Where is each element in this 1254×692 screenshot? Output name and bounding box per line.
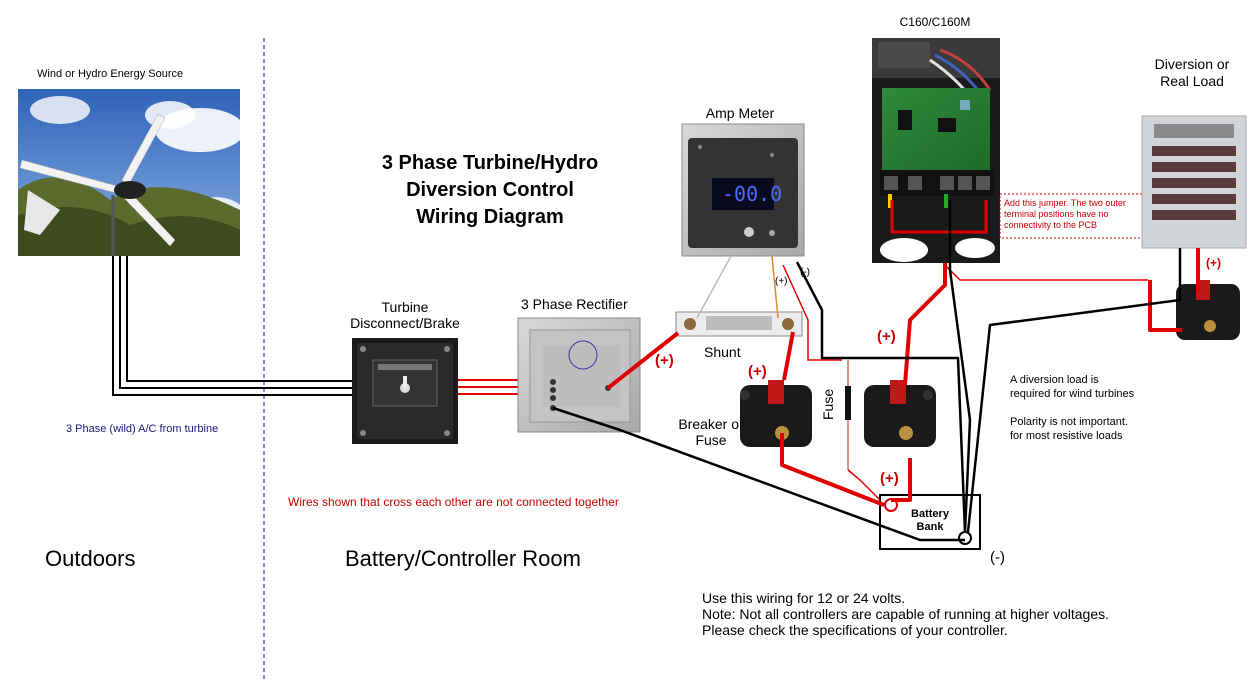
plus-marker-battery: (+)	[880, 470, 899, 487]
plus-marker-meter: (+)	[775, 276, 788, 287]
amp-meter-label: Amp Meter	[705, 105, 775, 121]
diversion-load-label-line-1: Diversion or	[1154, 56, 1230, 72]
diversion-load-photo	[1141, 115, 1247, 249]
breaker-label-line-2: Fuse	[695, 432, 727, 448]
shunt	[675, 311, 803, 337]
breaker-label: Breaker or Fuse	[668, 416, 754, 448]
meter-display: -00.0	[722, 182, 783, 206]
controller-label: C160/C160M	[899, 15, 971, 29]
negative-wires	[552, 200, 1182, 542]
disconnect-label: Turbine Disconnect/Brake	[335, 299, 475, 331]
polarity-note-line-1: Polarity is not important.	[1010, 416, 1128, 428]
battery-label-line-2: Bank	[916, 521, 944, 533]
diversion-note-line-2: required for wind turbines	[1010, 388, 1135, 400]
diversion-required-note: A diversion load is required for wind tu…	[1010, 373, 1134, 401]
plus-marker-breaker-1: (+)	[748, 363, 767, 380]
fuse-label: Fuse	[820, 388, 836, 420]
meter-lead-gray	[696, 255, 732, 319]
turbine-photo	[18, 89, 245, 256]
positive-wires	[606, 248, 1200, 507]
crossing-wires-note: Wires shown that cross each other are no…	[288, 495, 619, 509]
minus-marker-battery: (-)	[990, 549, 1005, 566]
breaker-1	[740, 380, 812, 447]
inline-fuse	[845, 360, 851, 470]
polarity-note-line-2: for most resistive loads	[1010, 430, 1123, 442]
diagram-title: 3 Phase Turbine/Hydro Diversion Control …	[350, 150, 630, 231]
battery-label: Battery Bank	[896, 508, 964, 534]
minus-marker-meter: (-)	[800, 267, 810, 278]
battery-label-line-1: Battery	[911, 508, 949, 520]
rectifier-box	[517, 317, 641, 433]
plus-marker-load: (+)	[1206, 256, 1221, 270]
three-phase-ac-wires	[112, 256, 358, 396]
disconnect-box	[352, 338, 458, 444]
diversion-note-line-1: A diversion load is	[1010, 374, 1099, 386]
jumper-note: Add this jumper. The two outer terminal …	[1004, 198, 1126, 230]
usage-note-line-3: Please check the specifications of your …	[702, 622, 1008, 638]
breaker-label-line-1: Breaker or	[678, 416, 744, 432]
zone-room-label: Battery/Controller Room	[345, 546, 581, 571]
amp-meter	[681, 123, 805, 257]
diversion-load-label: Diversion or Real Load	[1130, 56, 1254, 90]
diversion-load-label-line-2: Real Load	[1160, 73, 1224, 89]
breaker-3	[1176, 280, 1240, 340]
disconnect-label-line-2: Disconnect/Brake	[350, 315, 460, 331]
breaker-2	[864, 380, 936, 447]
usage-note-line-1: Use this wiring for 12 or 24 volts.	[702, 590, 906, 606]
title-line-2: Diversion Control	[406, 179, 574, 201]
shunt-label: Shunt	[704, 344, 741, 360]
polarity-note: Polarity is not important. for most resi…	[1010, 415, 1128, 443]
three-phase-wire-label: 3 Phase (wild) A/C from turbine	[66, 423, 219, 435]
disconnect-label-line-1: Turbine	[381, 299, 429, 315]
plus-marker-breaker-2: (+)	[877, 328, 896, 345]
controller-jumper	[890, 200, 988, 234]
rectifier-label: 3 Phase Rectifier	[521, 296, 628, 312]
zone-outdoors-label: Outdoors	[45, 546, 136, 571]
title-line-3: Wiring Diagram	[416, 206, 564, 228]
meter-lead-orange	[771, 255, 779, 319]
usage-note: Use this wiring for 12 or 24 volts. Note…	[702, 590, 1109, 638]
energy-source-label: Wind or Hydro Energy Source	[37, 68, 184, 80]
title-line-1: 3 Phase Turbine/Hydro	[381, 152, 599, 174]
usage-note-line-2: Note: Not all controllers are capable of…	[702, 606, 1110, 622]
plus-marker-rectifier: (+)	[655, 352, 674, 369]
